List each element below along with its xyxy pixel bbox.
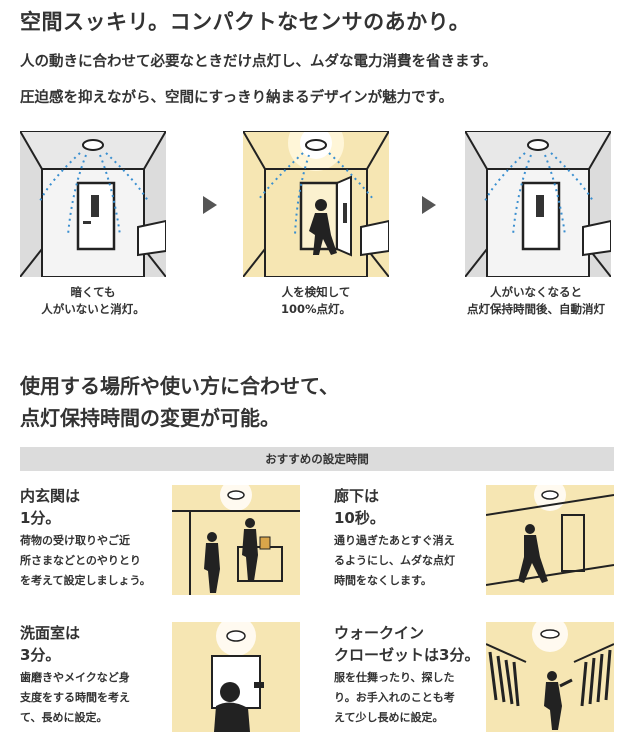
- section-heading-line-1: 使用する場所や使い方に合わせて、: [20, 374, 339, 398]
- card-entrance: 内玄関は 1分。 荷物の受け取りやご近 所さまなどとのやりとり を考えて設定しま…: [20, 485, 170, 591]
- card-title: 内玄関は: [20, 487, 81, 505]
- step-caption-2: 人を検知して 100%点灯。: [280, 285, 352, 316]
- hallway-illustration: [486, 485, 614, 595]
- card-title: ウォークイン: [334, 624, 425, 642]
- recommended-time-band: おすすめの設定時間: [20, 447, 614, 471]
- card-time: クローゼットは3分。: [334, 646, 480, 664]
- card-title: 廊下は: [334, 487, 380, 505]
- step-caption-3: 人がいなくなると 点灯保持時間後、自動消灯: [467, 285, 605, 316]
- intro-line-2: 圧迫感を抑えながら、空間にすっきり納まるデザインが魅力です。: [20, 90, 454, 106]
- section-heading-line-2: 点灯保持時間の変更が可能。: [20, 406, 280, 430]
- closet-illustration: [486, 622, 614, 732]
- card-hallway: 廊下は 10秒。 通り過ぎたあとすぐ消え るようにし、ムダな点灯 時間をなくしま…: [334, 485, 484, 591]
- step-caption-1: 暗くても 人がいないと消灯。: [41, 285, 145, 316]
- card-time: 3分。: [20, 646, 61, 664]
- arrow-right-icon: [422, 196, 436, 214]
- page-heading: 空間スッキリ。コンパクトなセンサのあかり。: [20, 10, 471, 34]
- card-closet: ウォークイン クローゼットは3分。 服を仕舞ったり、探した り。お手入れのことも…: [334, 622, 484, 728]
- intro-line-1: 人の動きに合わせて必要なときだけ点灯し、ムダな電力消費を省きます。: [20, 54, 498, 70]
- card-time: 10秒。: [334, 509, 385, 527]
- scene-dark-room: [20, 131, 166, 277]
- card-washroom: 洗面室は 3分。 歯磨きやメイクなど身 支度をする時間を考え て、長めに設定。: [20, 622, 170, 728]
- card-time: 1分。: [20, 509, 61, 527]
- scene-person-detected: [243, 131, 389, 277]
- entrance-illustration: [172, 485, 300, 595]
- washroom-illustration: [172, 622, 300, 732]
- card-title: 洗面室は: [20, 624, 81, 642]
- scene-auto-off: [465, 131, 611, 277]
- arrow-right-icon: [203, 196, 217, 214]
